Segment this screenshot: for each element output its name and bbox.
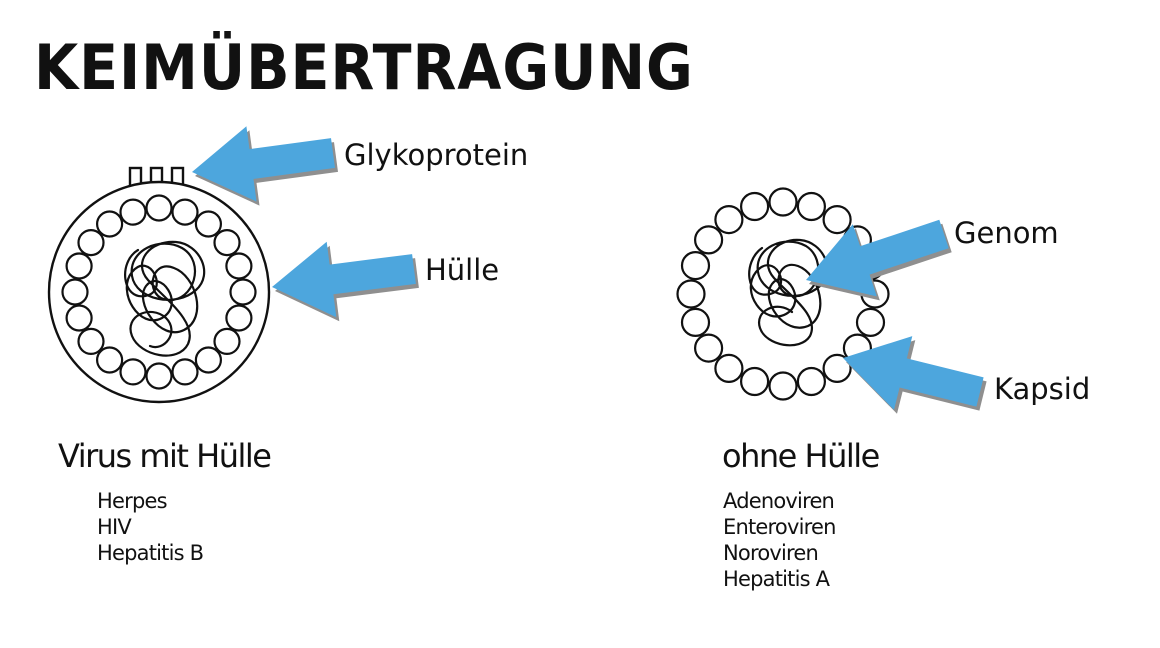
capsomere	[225, 304, 253, 332]
capsomere	[119, 358, 147, 386]
capsomere	[822, 205, 852, 235]
arrow-to-genome	[806, 219, 949, 297]
caption-enveloped-virus: Virus mit Hülle	[58, 437, 272, 475]
capsomere	[768, 371, 798, 401]
example-item: Hepatitis A	[723, 567, 830, 591]
capsomere	[739, 191, 770, 222]
capsomere	[95, 210, 124, 238]
capsomere	[693, 333, 724, 363]
capsomere	[77, 327, 105, 355]
label-genome: Genom	[954, 216, 1059, 250]
capsomere	[796, 366, 827, 397]
capsomere	[194, 346, 222, 374]
page-title: KEIMÜBERTRAGUNG	[34, 31, 694, 104]
capsomere	[171, 198, 199, 226]
capsomere	[213, 229, 241, 257]
capsomere	[822, 353, 852, 383]
arrow-to-capsid	[843, 336, 984, 410]
capsomere	[229, 278, 257, 306]
arrow-to-glycoprotein	[192, 126, 335, 202]
genome-tangle-naked	[748, 238, 829, 347]
capsid-ring-enveloped	[61, 194, 257, 390]
capsomere	[680, 307, 711, 337]
capsomere	[65, 252, 93, 280]
example-item: Noroviren	[723, 541, 819, 565]
capsomere	[95, 346, 124, 374]
capsomere	[61, 278, 89, 306]
capsomere	[171, 358, 199, 386]
example-item: Herpes	[97, 489, 168, 513]
callout-arrows	[192, 126, 987, 414]
label-capsid: Kapsid	[994, 372, 1091, 406]
example-item: Enteroviren	[723, 515, 836, 539]
example-item: Hepatitis B	[97, 541, 204, 565]
arrow-to-envelope	[272, 241, 416, 318]
capsomere	[119, 198, 147, 226]
example-item: HIV	[97, 515, 132, 539]
capsomere	[680, 251, 711, 281]
capsomere	[796, 191, 827, 222]
enveloped-virus-illustration	[47, 166, 271, 404]
capsomere	[77, 229, 105, 257]
capsomere	[145, 194, 173, 222]
example-item: Adenoviren	[723, 489, 835, 513]
label-envelope: Hülle	[425, 253, 500, 287]
capsomere	[693, 225, 724, 255]
capsomere	[676, 279, 706, 309]
capsomere	[768, 187, 798, 217]
capsomere	[739, 366, 770, 397]
label-glycoprotein: Glykoprotein	[344, 138, 529, 172]
capsomere	[714, 205, 744, 235]
capsomere	[194, 210, 222, 238]
capsomere	[225, 252, 253, 280]
genome-tangle-enveloped	[124, 240, 206, 357]
caption-naked-virus: ohne Hülle	[722, 437, 880, 475]
capsomere	[855, 307, 886, 337]
capsomere	[714, 353, 744, 383]
capsomere	[213, 327, 241, 355]
capsomere	[145, 362, 173, 390]
capsomere	[65, 304, 93, 332]
